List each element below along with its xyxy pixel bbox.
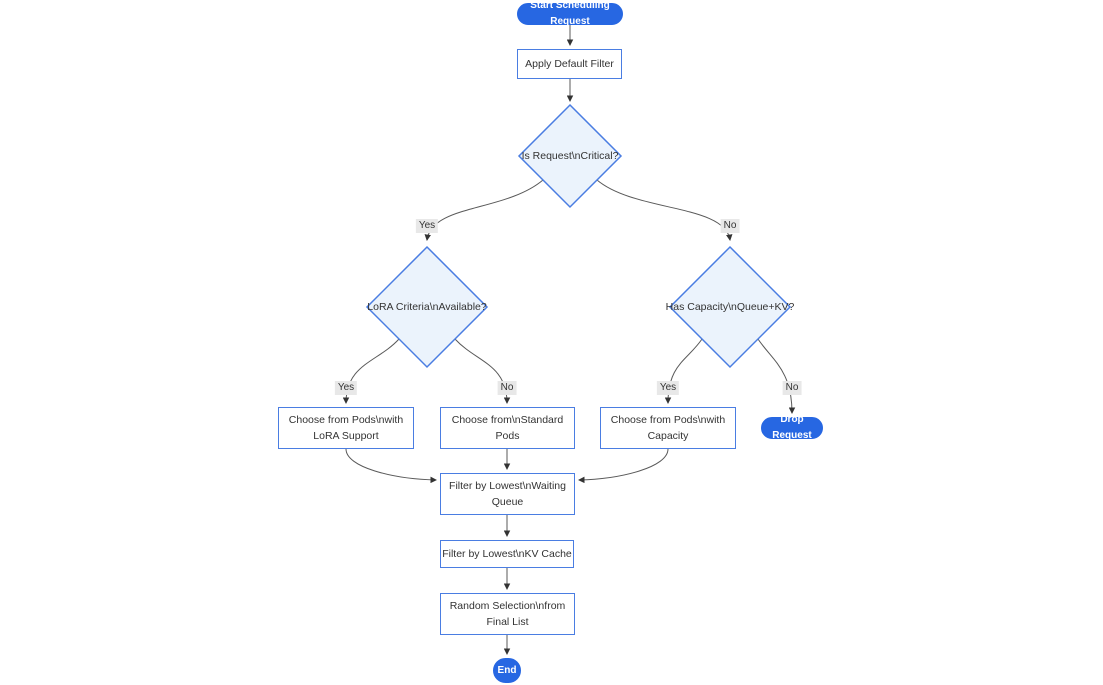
edge-label-lora-no: No [497,381,517,395]
node-label: Choose from\nStandard [451,414,564,426]
node-label: Choose from Pods\nwith [288,414,404,426]
node-label: Final List [486,616,529,628]
node-apply-default-filter: Apply Default Filter [517,49,622,79]
node-label: LoRA Support [313,430,379,442]
edge-label-capacity-no: No [782,381,802,395]
node-label: Capacity [647,430,689,442]
node-choose-lora-pods: Choose from Pods\nwith LoRA Support [278,407,414,449]
node-filter-waiting-queue: Filter by Lowest\nWaiting Queue [440,473,575,515]
node-label: Random Selection\nfrom [449,600,566,612]
node-choose-capacity-pods: Choose from Pods\nwith Capacity [600,407,736,449]
edge-critical-no-capacity [596,179,733,241]
node-lora-criteria-label: LoRA Criteria\nAvailable? [367,301,487,313]
node-end: End [493,658,521,683]
edge-critical-yes-lora [424,179,544,241]
edge-capacity-no-drop [757,338,796,414]
node-is-request-critical-label: Is Request\nCritical? [521,150,619,162]
node-label: Filter by Lowest\nKV Cache [442,548,572,560]
node-lora-criteria-shape [365,245,489,369]
node-has-capacity-shape [668,245,792,369]
node-filter-kv-cache: Filter by Lowest\nKV Cache [440,540,574,568]
edge-label-capacity-yes: Yes [656,381,680,395]
node-label: Filter by Lowest\nWaiting [449,480,566,492]
node-start: Start Scheduling Request [517,0,623,27]
edge-boxlora-filterqueue [345,448,437,484]
edge-label-critical-yes: Yes [415,219,439,233]
node-label: Queue [491,496,524,508]
node-label: Apply Default Filter [525,58,614,70]
edge-label-lora-yes: Yes [334,381,358,395]
node-choose-standard-pods: Choose from\nStandard Pods [440,407,575,449]
node-label: Start Scheduling Request [530,0,610,27]
node-random-selection: Random Selection\nfrom Final List [440,593,575,635]
node-is-request-critical-shape [517,103,623,209]
node-drop-request: Drop Request [761,414,823,441]
edge-label-critical-no: No [720,219,740,233]
node-label: Choose from Pods\nwith [610,414,726,426]
node-label: End [497,664,517,676]
node-label: Drop Request [772,414,812,441]
edge-boxcapacity-filterqueue [578,448,669,484]
node-label: Pods [495,430,520,442]
node-has-capacity-label: Has Capacity\nQueue+KV? [665,301,795,313]
